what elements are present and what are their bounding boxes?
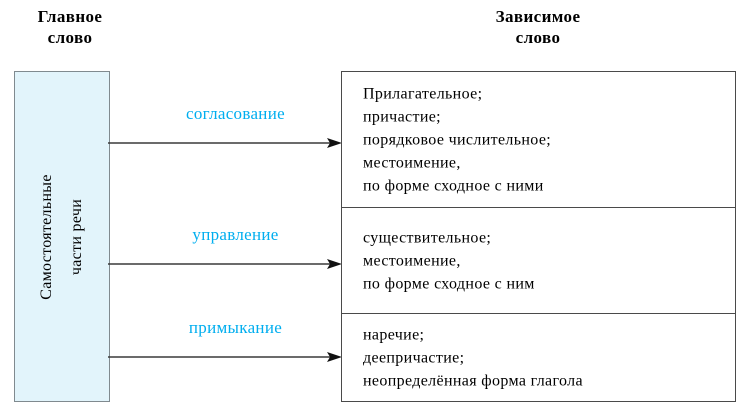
page-title-dependent-word: Зависимое слово	[340, 6, 736, 48]
arrow-right-icon	[108, 259, 342, 269]
relation-arrow-agreement: согласование	[108, 104, 343, 150]
relation-label-adjunction: примыкание	[188, 318, 283, 337]
relation-arrow-adjunction: примыкание	[108, 318, 343, 364]
list-item: местоимение,	[363, 154, 461, 171]
list-item: неопределённая форма глагола	[363, 372, 583, 389]
list-item: существительное;	[363, 229, 492, 246]
list-item: местоимение,	[363, 252, 461, 269]
list-item: по форме сходное с ними	[363, 177, 544, 194]
heading-dependent-line-1: Зависимое	[495, 7, 581, 26]
list-item: причастие;	[363, 108, 441, 125]
list-item: Прилагательное;	[363, 85, 483, 102]
heading-main-line-2: слово	[47, 28, 93, 47]
arrow-right-icon	[108, 352, 342, 362]
relation-label-agreement: согласование	[186, 104, 285, 123]
dependent-word-box-government: существительное; местоимение, по форме с…	[341, 207, 736, 314]
main-word-label-line-1: Самостоятельные	[38, 173, 55, 300]
dependent-word-box-adjunction: наречие; деепричастие; неопределённая фо…	[341, 313, 736, 402]
main-word-label-line-2: части речи	[68, 198, 85, 275]
dependent-word-list-government: существительное; местоимение, по форме с…	[363, 226, 535, 295]
dependent-word-list-adjunction: наречие; деепричастие; неопределённая фо…	[363, 323, 583, 392]
list-item: наречие;	[363, 326, 425, 343]
heading-main-line-1: Главное	[37, 7, 103, 26]
dependent-word-box-agreement: Прилагательное; причастие; порядковое чи…	[341, 71, 736, 208]
list-item: по форме сходное с ним	[363, 275, 535, 292]
list-item: порядковое числительное;	[363, 131, 552, 148]
heading-dependent-line-2: слово	[515, 28, 561, 47]
relation-arrow-government: управление	[108, 225, 343, 271]
arrow-right-icon	[108, 138, 342, 148]
page-title-main-word: Главное слово	[0, 6, 140, 48]
relation-label-government: управление	[192, 225, 279, 244]
main-word-label: Самостоятельные части речи	[32, 174, 92, 300]
dependent-word-list-agreement: Прилагательное; причастие; порядковое чи…	[363, 82, 551, 197]
list-item: деепричастие;	[363, 349, 465, 366]
main-word-box: Самостоятельные части речи	[14, 71, 110, 402]
